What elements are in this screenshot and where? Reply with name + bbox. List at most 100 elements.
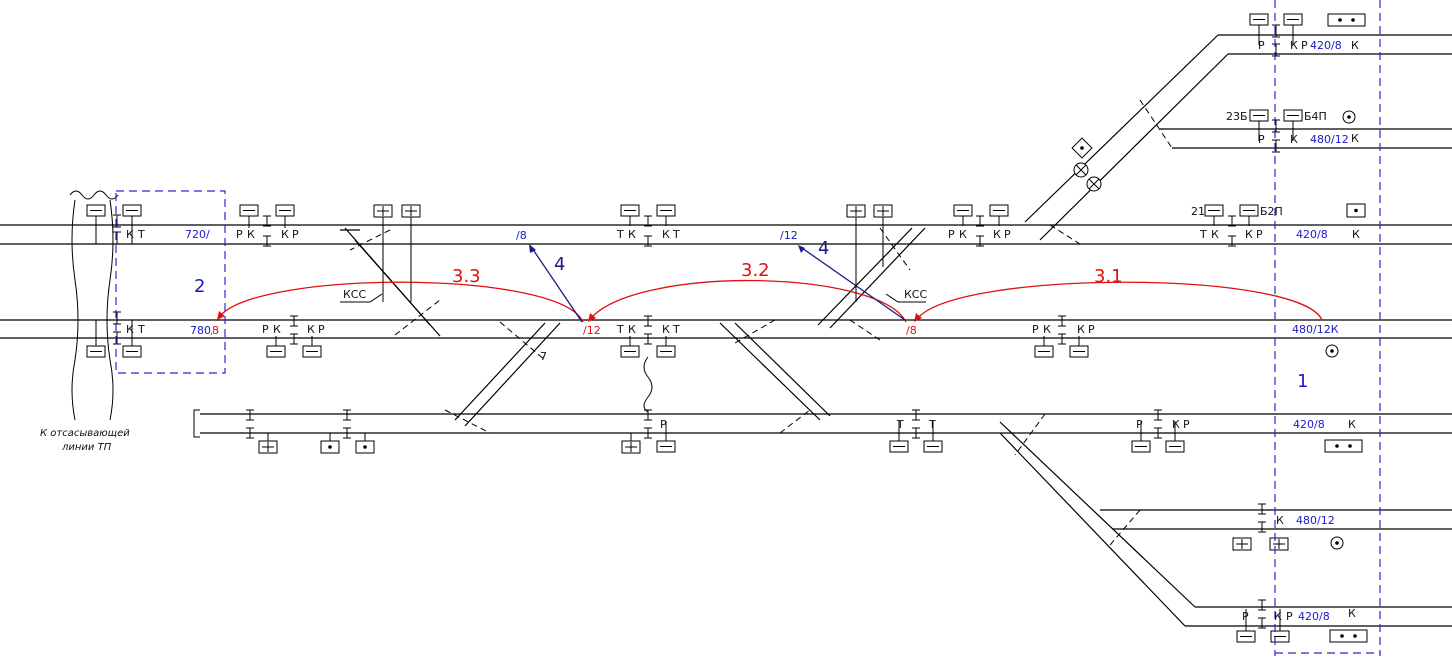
svg-text:К: К [1348, 418, 1356, 431]
rating-label: 480/12 [1296, 514, 1335, 527]
svg-text:Р: Р [1032, 323, 1039, 336]
supply-arrows [529, 244, 906, 323]
svg-text:Т: Т [1199, 228, 1207, 241]
svg-text:К: К [662, 323, 670, 336]
cabinet-label: 23Б [1226, 110, 1248, 123]
rating-label: /12 [780, 229, 798, 242]
svg-text:7: 7 [540, 350, 547, 363]
svg-text:К: К [1211, 228, 1219, 241]
svg-text:К: К [1172, 418, 1180, 431]
svg-text:К: К [1351, 39, 1359, 52]
ksc-label: КСС [904, 288, 927, 301]
track-2 [0, 319, 1452, 339]
svg-text:Т: Т [896, 418, 904, 431]
svg-text:К: К [247, 228, 255, 241]
svg-text:К: К [126, 228, 134, 241]
crossover-lines [340, 99, 1173, 546]
svg-text:К: К [628, 323, 636, 336]
svg-text:К: К [993, 228, 1001, 241]
svg-text:Р: Р [1286, 610, 1293, 623]
svg-text:К: К [1290, 39, 1298, 52]
feeder-cables [69, 190, 653, 421]
svg-text:К: К [1274, 610, 1282, 623]
rating-label-red: 8 [212, 324, 219, 337]
connector-leads [95, 25, 1294, 631]
stage-label: 3.1 [1094, 266, 1123, 287]
svg-text:Р: Р [1258, 39, 1265, 52]
caption-line: К отсасывающей [40, 428, 130, 439]
svg-text:Р: Р [1088, 323, 1095, 336]
rating-label: 420/8 [1298, 610, 1330, 623]
svg-text:К: К [1276, 514, 1284, 527]
svg-text:К: К [628, 228, 636, 241]
svg-text:К: К [126, 323, 134, 336]
zone-boundaries [115, 0, 1381, 656]
supply-label: 4 [818, 238, 829, 259]
stage-labels: 3.1 3.2 3.3 4 4 [452, 238, 1123, 287]
stage-label: 3.2 [741, 260, 770, 281]
svg-text:К: К [307, 323, 315, 336]
svg-text:К: К [1245, 228, 1253, 241]
lower-branch-tracks [999, 421, 1452, 627]
svg-text:Т: Т [137, 323, 145, 336]
svg-text:К: К [273, 323, 281, 336]
ksc-label: КСС [343, 288, 366, 301]
supply-label: 4 [554, 254, 565, 275]
svg-text:Т: Т [616, 228, 624, 241]
svg-text:Р: Р [262, 323, 269, 336]
svg-text:К: К [1077, 323, 1085, 336]
rating-label-red: /8 [906, 324, 917, 337]
cabinet-label: Б4П [1304, 110, 1327, 123]
rating-label: 420/8 [1293, 418, 1325, 431]
svg-text:К: К [959, 228, 967, 241]
rating-label: 720/ [185, 228, 210, 241]
svg-text:Р: Р [1256, 228, 1263, 241]
svg-text:К: К [1290, 133, 1298, 146]
svg-text:К: К [1352, 228, 1360, 241]
svg-text:Р: Р [318, 323, 325, 336]
zone-label: 1 [1297, 371, 1308, 392]
svg-text:Р: Р [1242, 610, 1249, 623]
svg-text:Р: Р [236, 228, 243, 241]
rating-label: /8 [516, 229, 527, 242]
svg-text:К: К [662, 228, 670, 241]
svg-text:К: К [1043, 323, 1051, 336]
insulating-joints [113, 24, 1280, 629]
caption: К отсасывающей линии ТП [40, 428, 130, 453]
zone-label: 2 [194, 276, 205, 297]
rating-label: 480/12К [1292, 323, 1339, 336]
disconnector-boxes [86, 13, 1368, 643]
svg-text:Р: Р [1136, 418, 1143, 431]
signal-lamps [1071, 110, 1356, 550]
svg-text:Р: Р [660, 418, 667, 431]
svg-text:Р: Р [1004, 228, 1011, 241]
rating-label-red: /12 [583, 324, 601, 337]
svg-text:К: К [281, 228, 289, 241]
rating-label: 420/8 [1296, 228, 1328, 241]
svg-text:Р: Р [948, 228, 955, 241]
caption-line: линии ТП [61, 442, 112, 453]
cabinet-label: Б2П [1260, 205, 1283, 218]
track-1 [0, 224, 1452, 245]
cabinet-labels: 23Б Б4П 21 Б2П КСС КСС [340, 110, 1327, 303]
svg-text:К: К [1351, 132, 1359, 145]
rating-labels: 720/ /8 /12 420/8 480/12К 420/8 480/12 4… [185, 39, 1349, 623]
stage-label: 3.3 [452, 266, 481, 287]
rating-label: 480/12 [1310, 133, 1349, 146]
upper-branch-tracks [1024, 34, 1452, 241]
zone-labels: 1 2 [194, 276, 1308, 392]
bypass-arrows [217, 279, 1323, 323]
svg-text:Р: Р [1301, 39, 1308, 52]
svg-text:Р: Р [1183, 418, 1190, 431]
svg-text:Т: Т [672, 323, 680, 336]
track-3 [193, 409, 1452, 438]
svg-text:Т: Т [928, 418, 936, 431]
svg-text:Т: Т [672, 228, 680, 241]
cabinet-label: 21 [1191, 205, 1205, 218]
svg-text:Т: Т [137, 228, 145, 241]
svg-text:Р: Р [1258, 133, 1265, 146]
svg-text:Т: Т [616, 323, 624, 336]
